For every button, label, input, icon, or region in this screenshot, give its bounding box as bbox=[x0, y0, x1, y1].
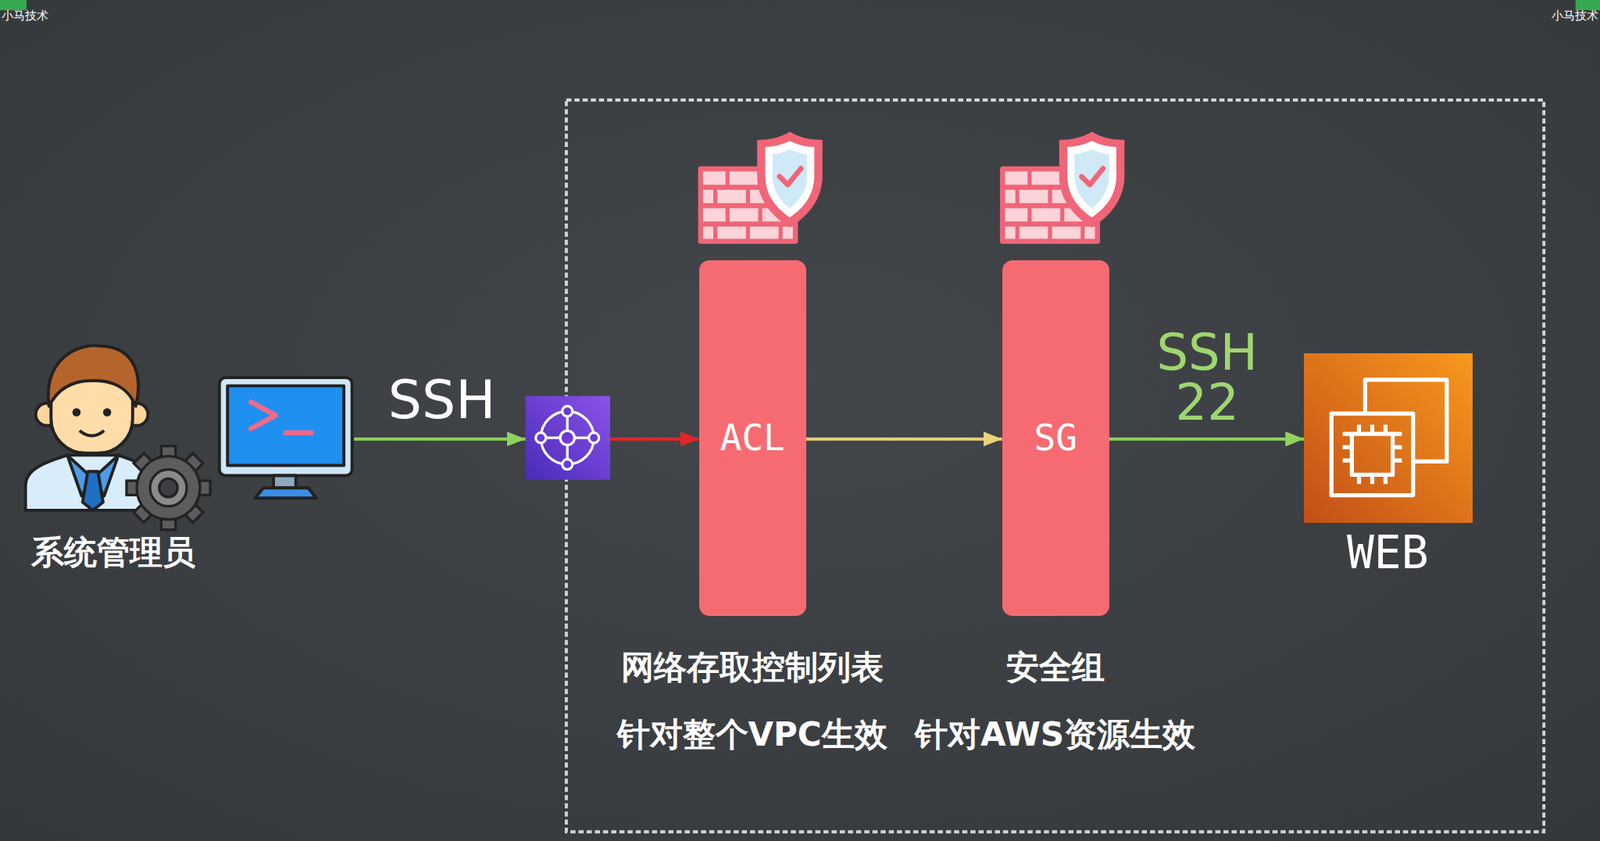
edge-label: SSH 22 bbox=[1156, 327, 1258, 428]
watermark: 小马技术 bbox=[1, 10, 49, 22]
connector bbox=[353, 438, 699, 440]
firewall-bar: ACL网络存取控制列表针对整个VPC生效 bbox=[699, 260, 807, 616]
node-label: WEB bbox=[1346, 529, 1429, 575]
node-label: 系统管理员 bbox=[31, 535, 196, 569]
node-label: SG bbox=[1033, 419, 1077, 456]
connector-line bbox=[806, 437, 1003, 441]
connector-line bbox=[610, 437, 700, 441]
firewall-bar: SG安全组针对AWS资源生效 bbox=[1002, 260, 1110, 616]
node-label: ACL bbox=[720, 419, 786, 456]
server-box: WEB bbox=[1303, 353, 1473, 523]
admin-figure: 系统管理员 bbox=[18, 342, 355, 577]
connector-line bbox=[353, 437, 525, 441]
edge-label: SSH bbox=[388, 373, 496, 427]
connector bbox=[1109, 438, 1304, 440]
watermark: 小马技术 bbox=[1551, 10, 1599, 22]
node-caption: 针对AWS资源生效 bbox=[914, 717, 1196, 751]
connector bbox=[806, 438, 1003, 440]
node-caption: 针对整个VPC生效 bbox=[617, 717, 888, 751]
server-chip-icon bbox=[1303, 353, 1473, 523]
node-caption: 网络存取控制列表 bbox=[621, 650, 884, 684]
node-caption: 安全组 bbox=[1006, 650, 1105, 684]
connector-line bbox=[1109, 437, 1304, 441]
